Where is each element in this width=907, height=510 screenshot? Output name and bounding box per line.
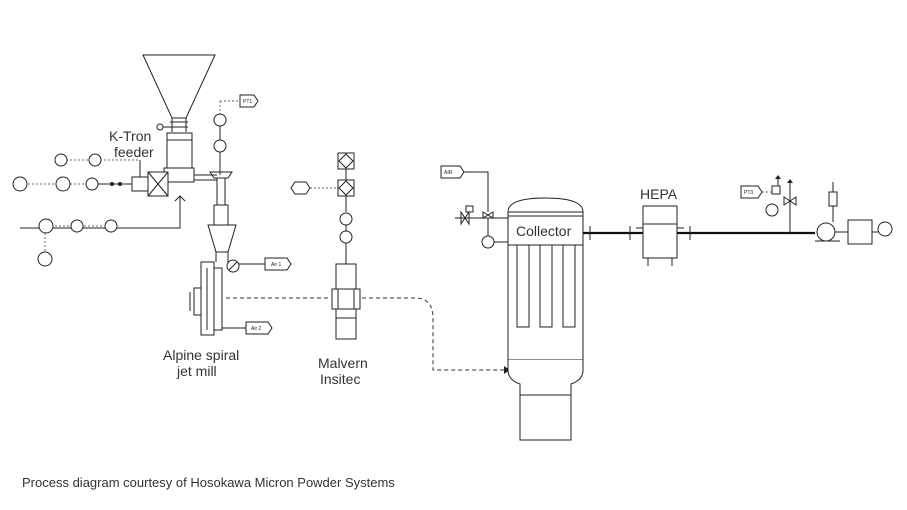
instrument-bubble	[37, 251, 53, 267]
pt1-instrument: PT1	[213, 94, 259, 175]
pt3-tag-label: PT3	[744, 190, 753, 196]
caption: Process diagram courtesy of Hosokawa Mic…	[22, 475, 395, 490]
pt3-control: PT3	[740, 175, 797, 233]
flow-bubble	[765, 203, 779, 217]
pressure-bubble	[481, 235, 495, 249]
instrument-bubble	[54, 153, 68, 167]
feed-hopper	[142, 54, 216, 119]
air2-tag	[245, 321, 273, 335]
malvern-label-2: Insitec	[320, 371, 360, 387]
air-purge: AIR	[440, 165, 508, 249]
air-tag-label: AIR	[444, 170, 453, 176]
fan-icon	[816, 222, 836, 242]
handwheel-icon	[156, 123, 164, 131]
pt3-tag	[740, 185, 763, 199]
pt1-tag-label: PT1	[243, 99, 252, 105]
instrument-bubble	[55, 176, 71, 192]
instrument-bubble	[12, 176, 28, 192]
fan-motor	[847, 219, 873, 245]
alpine-label: Alpine spiral	[163, 347, 239, 363]
instrument-bubble	[70, 219, 84, 233]
motor-bubble	[85, 177, 99, 191]
air1-tag	[264, 257, 292, 271]
pressure-bubble	[213, 139, 227, 153]
collector-label: Collector	[516, 223, 572, 239]
air-tag	[440, 165, 465, 179]
ktron-label-2: feeder	[114, 144, 154, 160]
exhaust-fan	[815, 182, 893, 245]
air1-tag-label: Air 1	[271, 262, 282, 268]
pressure-bubble	[213, 113, 227, 127]
pt1-tag	[239, 94, 259, 108]
malvern-insitec	[290, 152, 361, 340]
cyclone-cone	[207, 224, 237, 253]
alpine-jet-mill: Air 1 Air 2	[189, 171, 292, 336]
alpine-label-2: jet mill	[176, 363, 217, 379]
collector-vessel	[507, 197, 584, 441]
left-instruments	[12, 153, 141, 267]
instrument-bubble	[88, 153, 102, 167]
sample-line	[362, 297, 510, 371]
ktron-label: K-Tron	[109, 128, 151, 144]
instrument-bubble	[104, 219, 118, 233]
hepa-label: HEPA	[640, 186, 678, 202]
malvern-label: Malvern	[318, 355, 368, 371]
motor-bubble	[877, 221, 893, 237]
hepa-filter	[636, 205, 684, 266]
instrument-bubble	[38, 218, 54, 234]
ktron-feeder	[20, 54, 217, 229]
air2-tag-label: Air 2	[251, 326, 262, 332]
